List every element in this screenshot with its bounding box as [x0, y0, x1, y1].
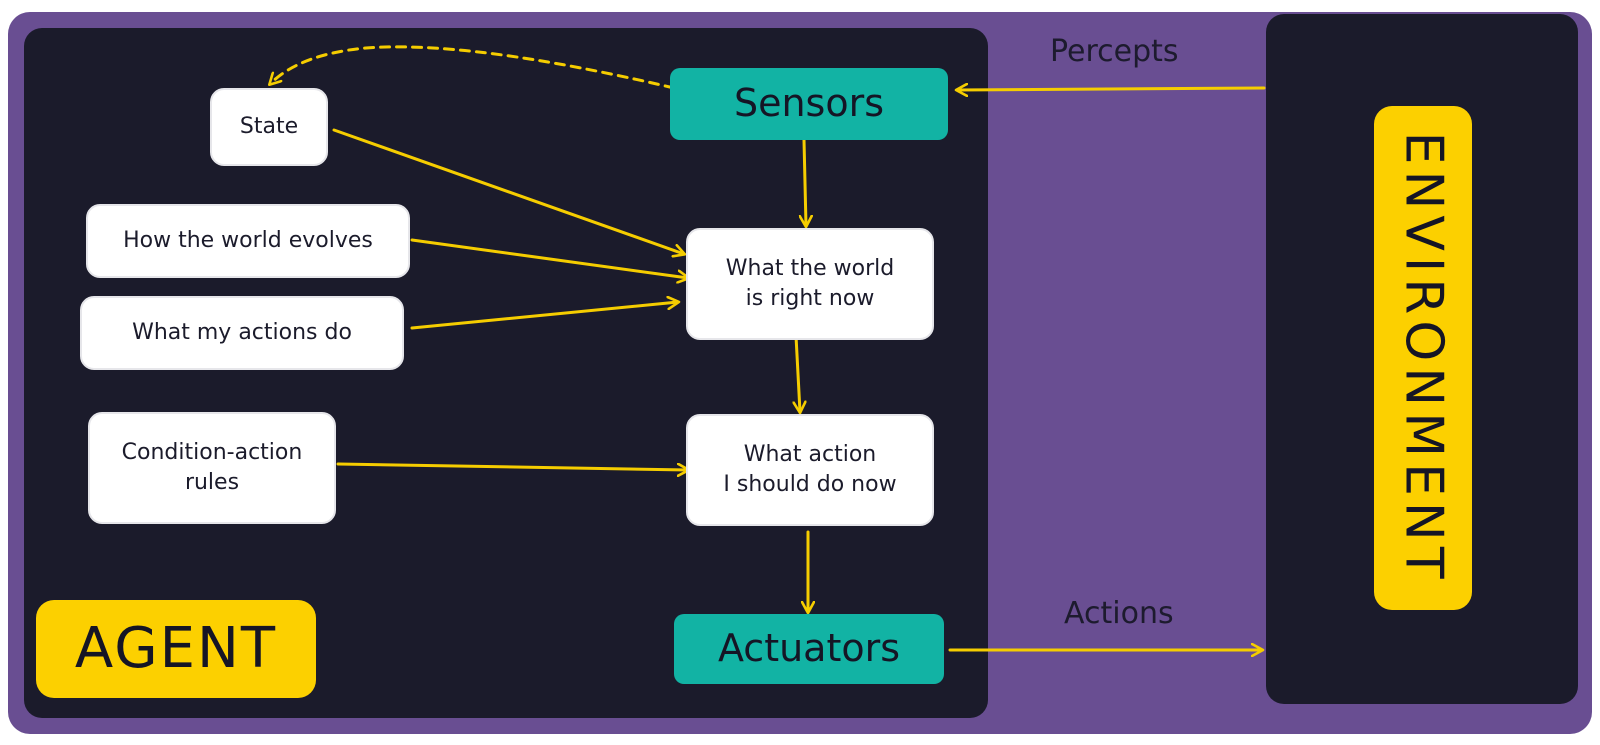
sensors-node: Sensors — [670, 68, 948, 140]
action-now-line2: I should do now — [723, 472, 897, 497]
percepts-label: Percepts — [1050, 34, 1179, 69]
world-now-node: What the world is right now — [686, 228, 934, 340]
state-node: State — [210, 88, 328, 166]
my-actions-node: What my actions do — [80, 296, 404, 370]
world-evolves-node: How the world evolves — [86, 204, 410, 278]
environment-label: ENVIRONMENT — [1374, 106, 1472, 610]
actions-label: Actions — [1064, 596, 1174, 631]
actuators-node: Actuators — [674, 614, 944, 684]
condition-rules-line1: Condition-action — [121, 440, 303, 466]
action-now-line1: What action — [743, 442, 877, 468]
condition-rules-line2: rules — [184, 470, 240, 495]
environment-label-text: ENVIRONMENT — [1393, 131, 1454, 585]
agent-label: AGENT — [36, 600, 316, 698]
condition-rules-node: Condition-action rules — [88, 412, 336, 524]
world-now-line1: What the world — [725, 256, 895, 282]
world-now-line2: is right now — [745, 286, 875, 311]
action-now-node: What action I should do now — [686, 414, 934, 526]
